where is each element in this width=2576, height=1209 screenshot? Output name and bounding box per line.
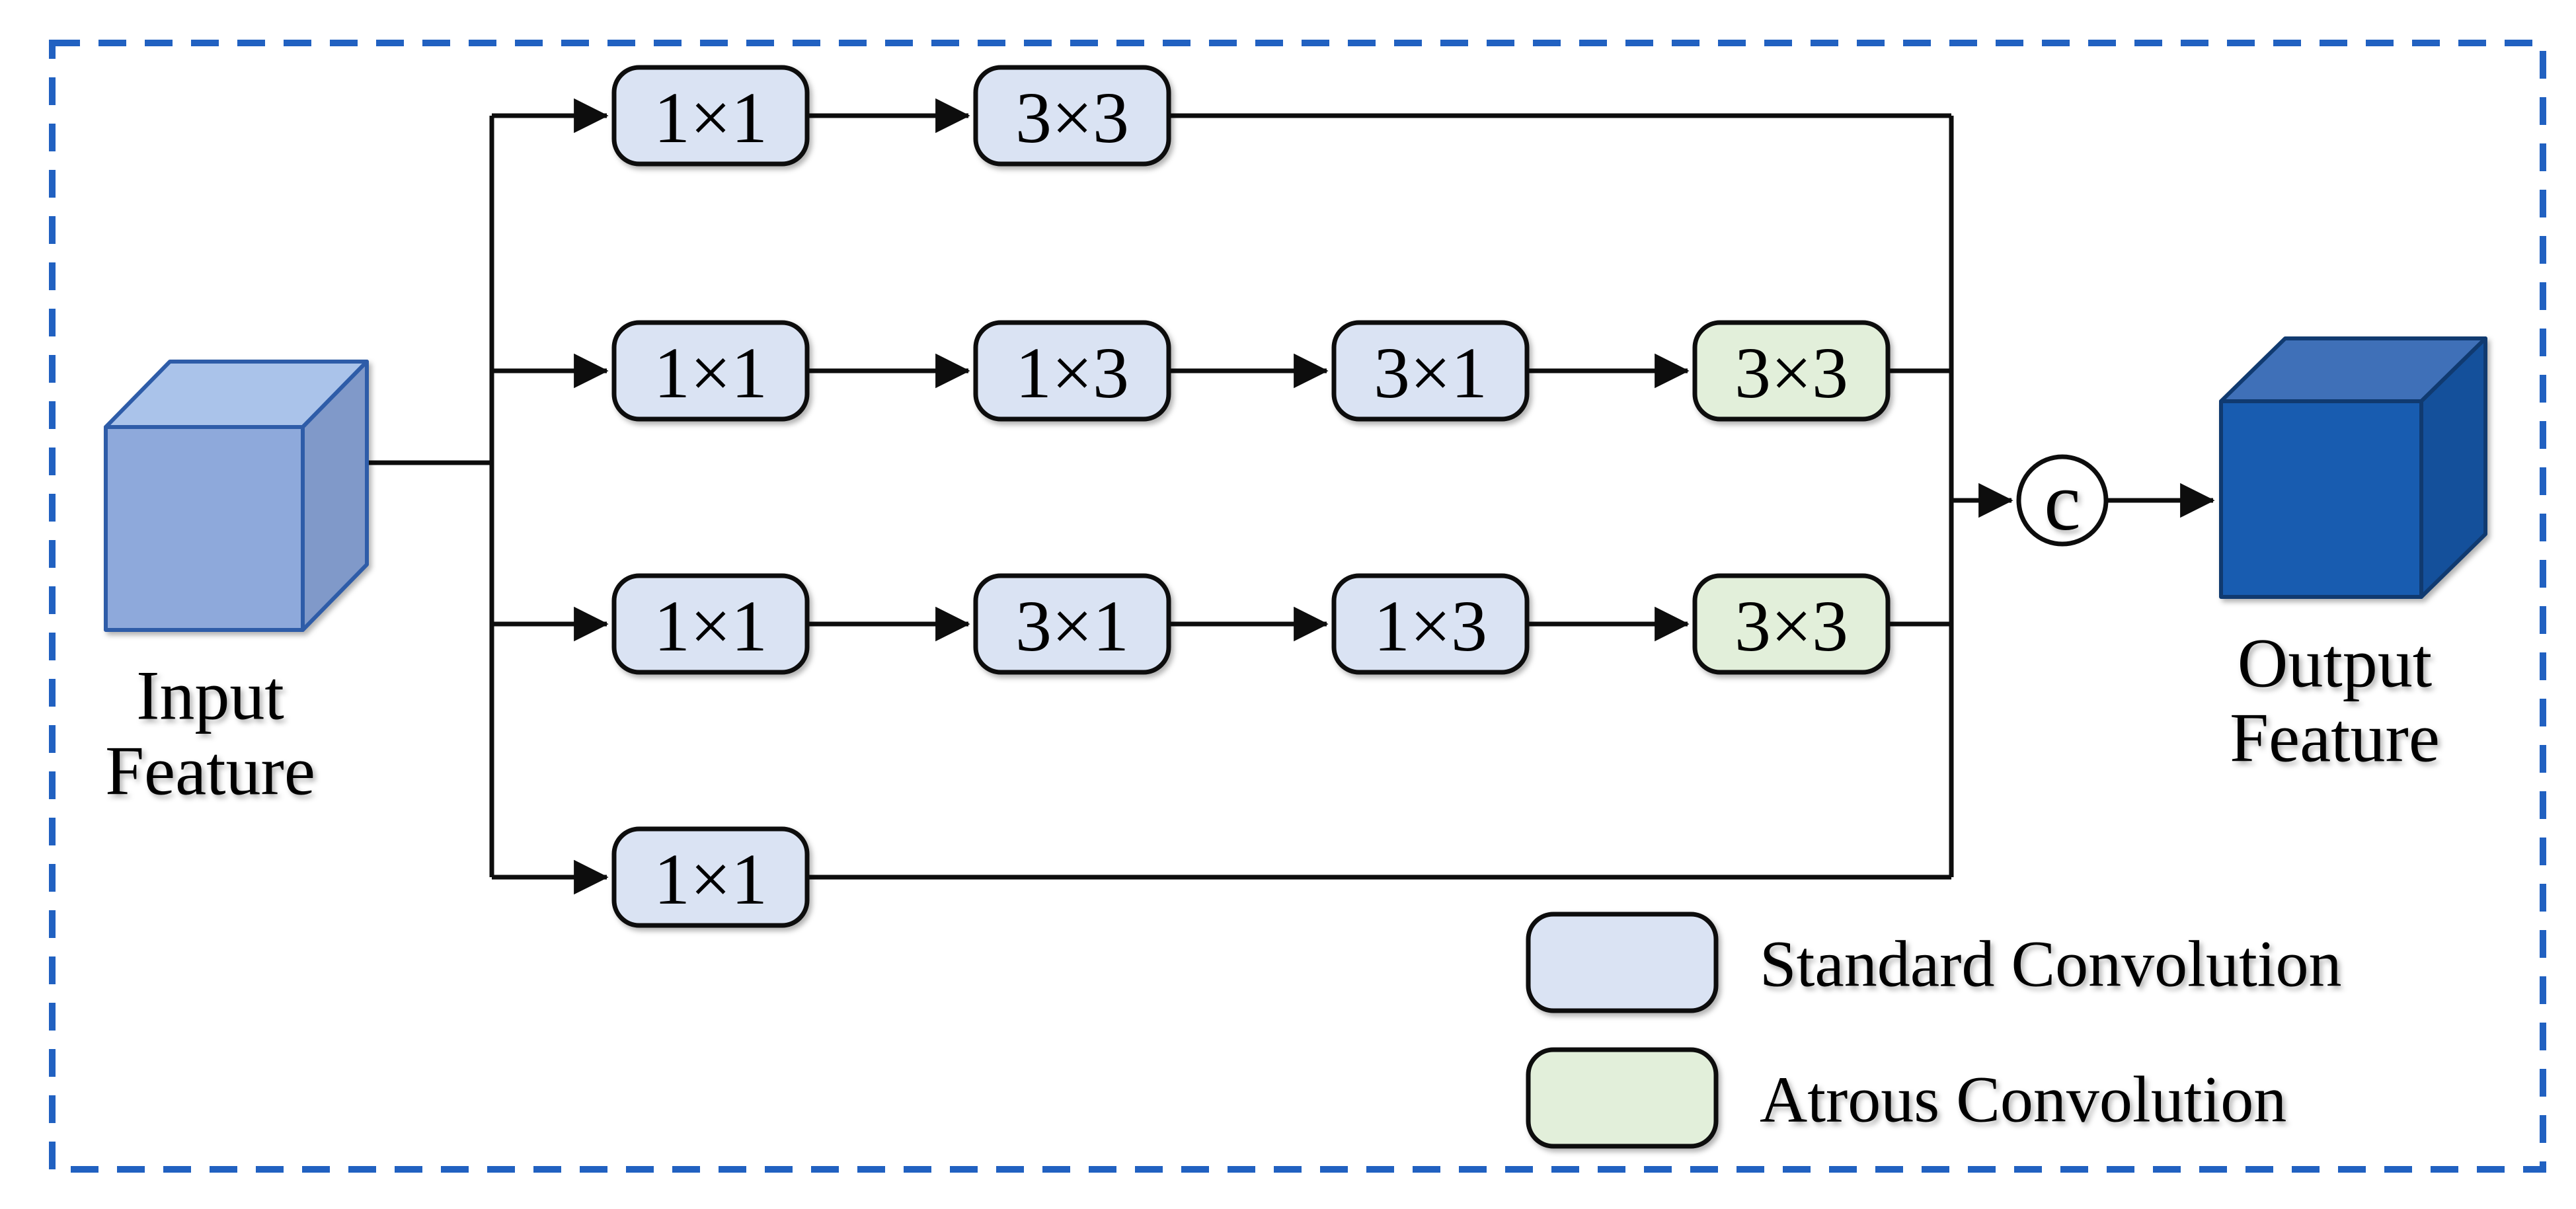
input-feature-label-line2: Feature (105, 732, 315, 810)
connector-wires (365, 113, 1954, 880)
input-feature-cube (104, 360, 369, 632)
conv-node-label: 1×1 (654, 839, 767, 919)
output-feature-cube (2219, 336, 2487, 599)
output-feature-label-line1: Output (2238, 625, 2432, 702)
conv-node-b2-1x3: 1×3 (973, 320, 1171, 422)
legend-label-atrous-convolution: Atrous Convolution (1760, 1063, 2286, 1136)
conv-node-b3-3x3-atrous: 3×3 (1692, 573, 1891, 675)
input-cube-front-face (104, 425, 305, 632)
dashed-border-frame (49, 40, 2546, 1173)
conv-node-b1-3x3: 3×3 (973, 65, 1171, 167)
conv-node-label: 3×1 (1015, 586, 1129, 666)
conv-node-label: 1×1 (654, 332, 767, 413)
conv-node-b4-1x1: 1×1 (611, 826, 810, 928)
arrow-wires (492, 98, 2215, 895)
conv-node-label: 1×1 (654, 77, 767, 158)
output-feature-label-line2: Feature (2230, 699, 2440, 777)
conv-node-b3-3x1: 3×1 (973, 573, 1171, 675)
input-feature-label-line1: Input (136, 657, 284, 734)
concat-circle (2016, 454, 2109, 547)
conv-node-label: 3×3 (1015, 77, 1129, 158)
conv-node-b2-3x3-atrous: 3×3 (1692, 320, 1891, 422)
legend: Standard Convolution Atrous Convolution (1526, 912, 2342, 1149)
concat-symbol: c (2044, 457, 2080, 548)
legend-swatch-standard-convolution (1526, 912, 1719, 1013)
conv-node-label: 3×3 (1735, 332, 1848, 413)
concat-node: c (2016, 454, 2109, 548)
conv-node-label: 3×1 (1374, 332, 1487, 413)
conv-node-label: 3×3 (1735, 586, 1848, 666)
conv-node-b2-1x1: 1×1 (611, 320, 810, 422)
conv-node-b1-1x1: 1×1 (611, 65, 810, 167)
conv-node-label: 1×1 (654, 586, 767, 666)
legend-label-standard-convolution: Standard Convolution (1760, 927, 2342, 1001)
conv-node-b3-1x3: 1×3 (1331, 573, 1530, 675)
conv-node-b3-1x1: 1×1 (611, 573, 810, 675)
conv-node-label: 1×3 (1015, 332, 1129, 413)
conv-node-b2-3x1: 3×1 (1331, 320, 1530, 422)
legend-swatch-atrous-convolution (1526, 1047, 1719, 1149)
conv-node-label: 1×3 (1374, 586, 1487, 666)
output-cube-front-face (2219, 399, 2423, 599)
